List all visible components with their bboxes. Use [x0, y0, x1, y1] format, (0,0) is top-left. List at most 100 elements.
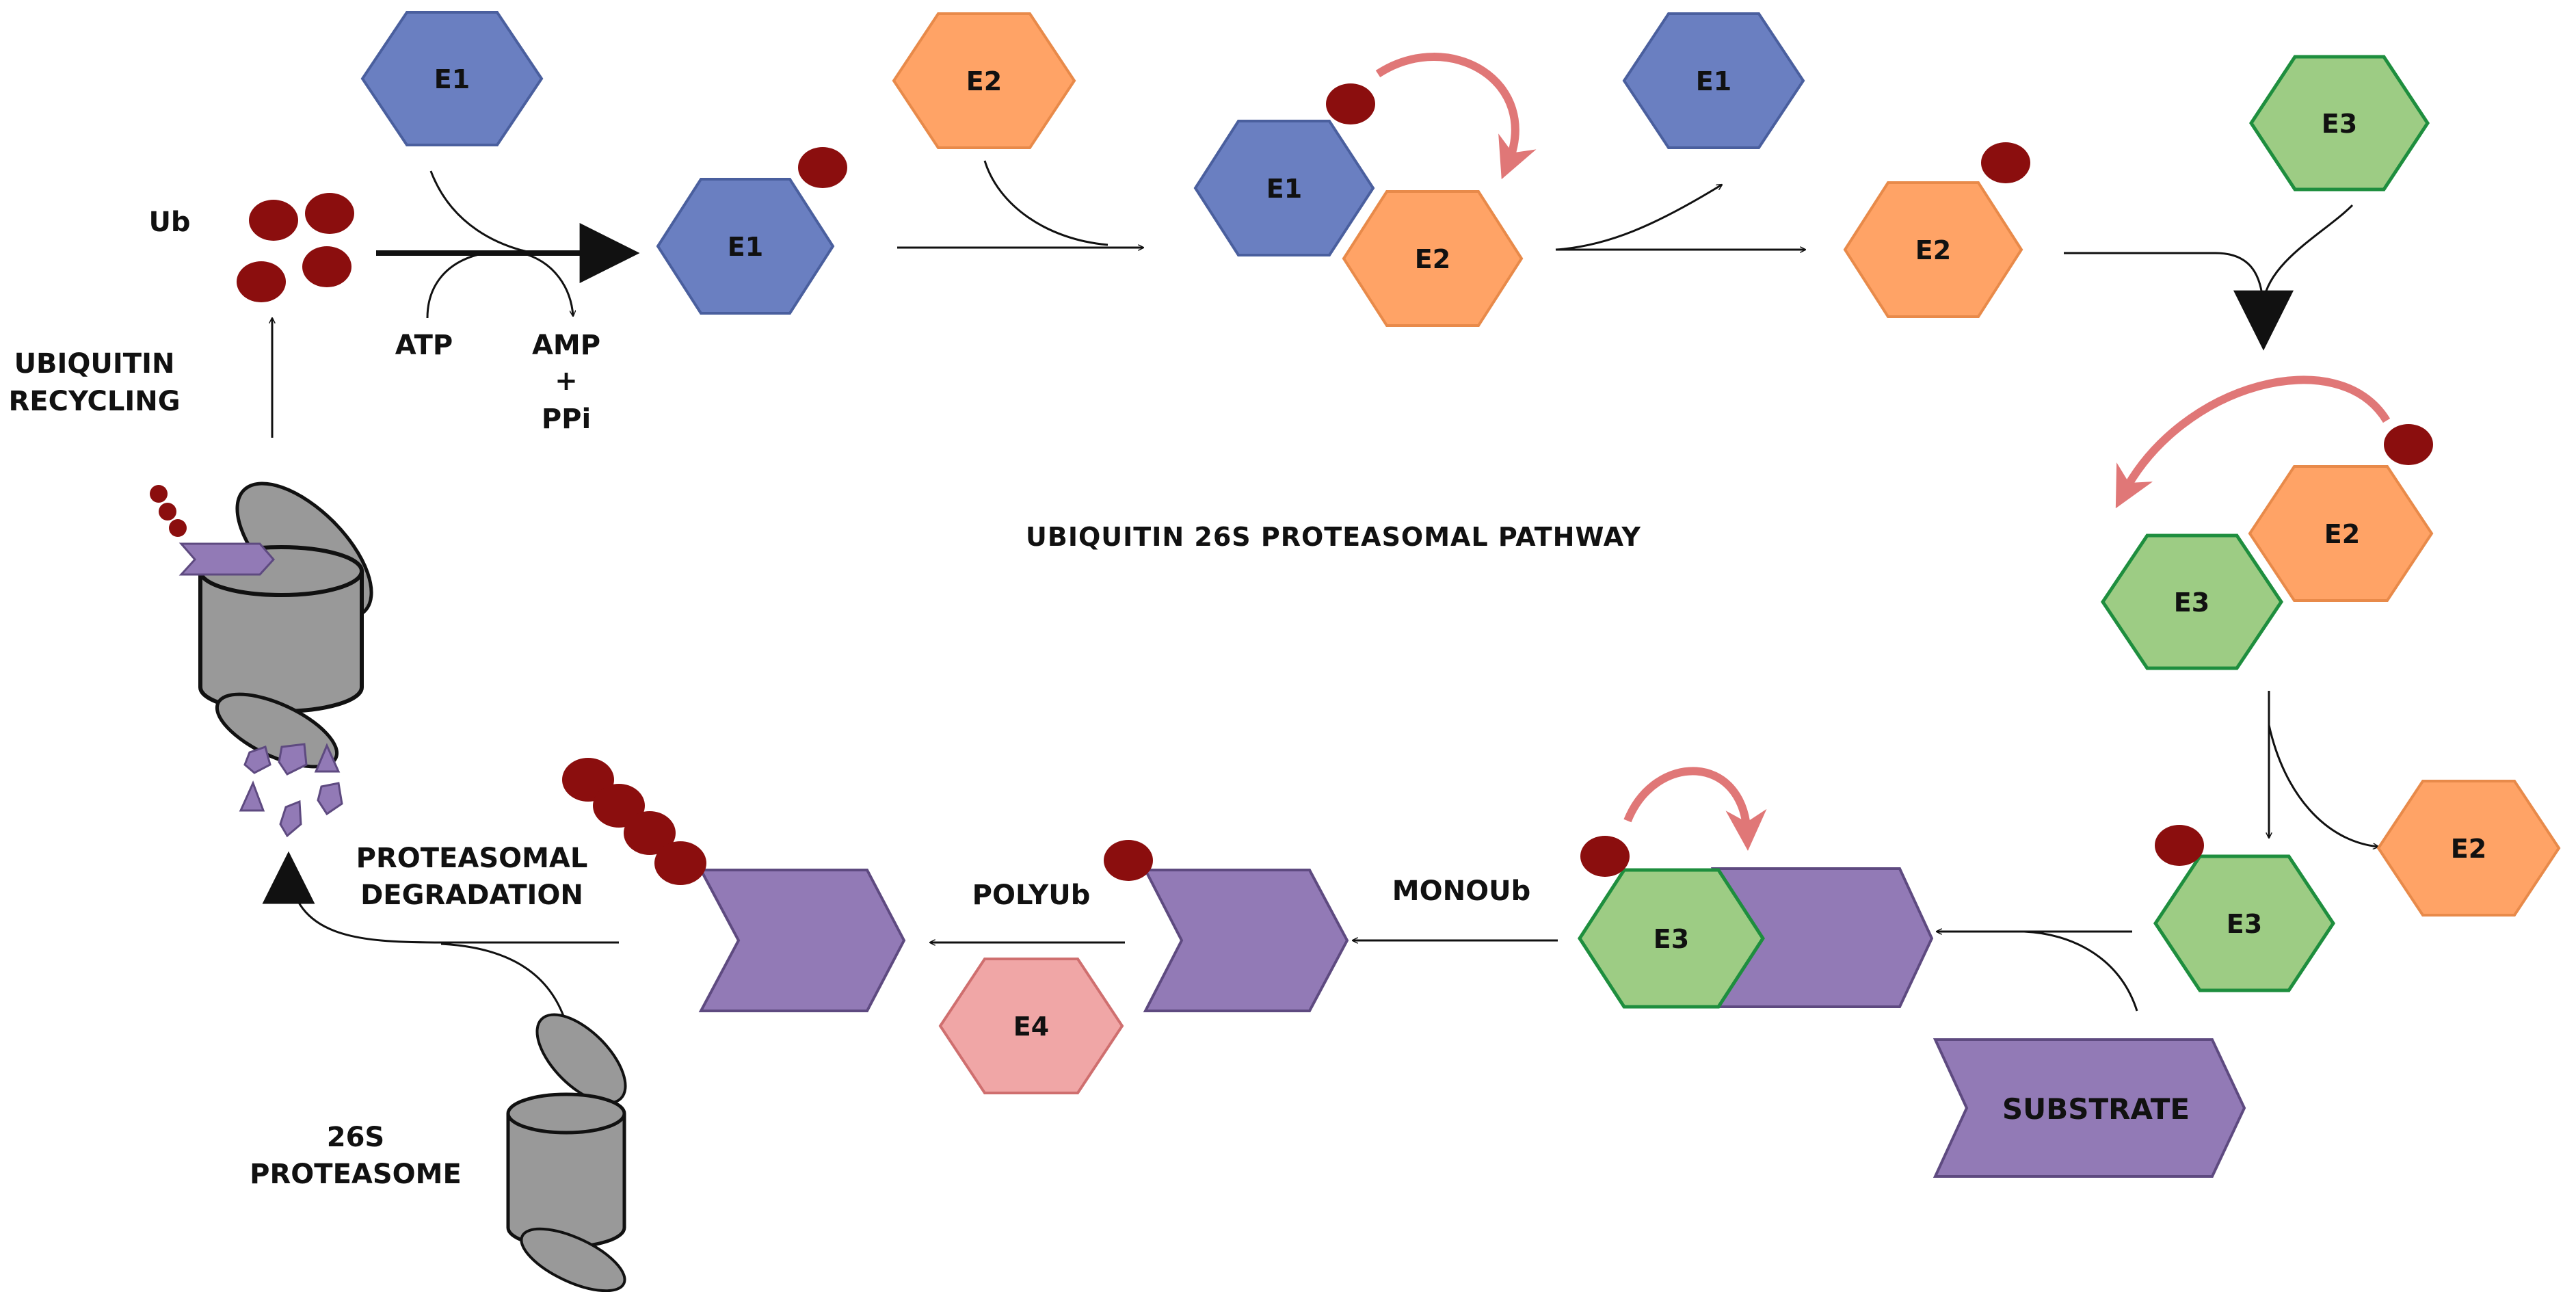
e2-label: E2	[2324, 519, 2360, 549]
ubiquitin-molecule	[1104, 840, 1153, 881]
e1-ubiquitin-complex: E1	[656, 147, 847, 315]
peptide-fragment	[314, 743, 341, 773]
e3-ubiquitin-complex: E3	[2153, 825, 2335, 992]
e1-hexagon	[1622, 12, 1805, 149]
e2-hexagon	[1342, 190, 1524, 327]
ubiquitin-molecule	[798, 147, 847, 188]
proteasome-cap	[535, 1013, 627, 1105]
e1-release-arrow	[1555, 185, 1722, 251]
diagram-title: UBIQUITIN 26S PROTEASOMAL PATHWAY	[1026, 522, 1641, 552]
substrate: SUBSTRATE	[1933, 1038, 2246, 1178]
ubiquitin-molecule	[2155, 825, 2204, 866]
e2-binding-arrow	[983, 160, 1108, 246]
peptide-fragment	[279, 800, 302, 838]
e4-label: E4	[1013, 1012, 1049, 1042]
e1-enzyme-released: E1	[1622, 12, 1805, 149]
e2-label: E2	[1915, 235, 1951, 265]
ubiquitin-molecule	[2384, 424, 2433, 465]
ubiquitin-transfer-red-arrow	[2115, 375, 2391, 509]
e2-hexagon	[892, 12, 1076, 149]
proteasome-26s	[506, 1013, 627, 1292]
substrate-fragment	[178, 542, 276, 576]
e3-hexagon	[1578, 868, 1765, 1009]
e3-hexagon	[2249, 55, 2430, 192]
degradation-label-line1: PROTEASOMAL	[356, 843, 588, 874]
e1-label: E1	[1696, 66, 1731, 96]
ubiquitin-molecule	[305, 193, 354, 234]
monoub-label: MONOUb	[1392, 875, 1530, 907]
monoubiquitinated-substrate	[1104, 840, 1349, 1012]
e4-enzyme: E4	[938, 958, 1124, 1094]
ubiquitin-molecule	[1981, 142, 2030, 183]
recycling-label-line2: RECYCLING	[8, 386, 180, 417]
plus-label: +	[555, 365, 578, 397]
ppi-label: PPi	[542, 404, 591, 435]
e3-enzyme-input: E3	[2249, 55, 2430, 192]
e2-e3-complex: E2 E3	[2100, 375, 2434, 670]
e1-enzyme-input: E1	[360, 11, 544, 146]
substrate-chevron	[1143, 869, 1349, 1012]
polyubiquitinated-substrate	[562, 758, 906, 1012]
proteasome-label-line2: PROTEASOME	[250, 1159, 462, 1190]
e3-label: E3	[2174, 588, 2209, 618]
degradation-label-line2: DEGRADATION	[360, 880, 583, 911]
ubiquitin-molecule	[169, 519, 187, 537]
ubiquitin-molecule	[302, 246, 351, 287]
e2-hexagon	[1843, 181, 2023, 318]
substrate-chevron	[698, 869, 906, 1012]
peptide-fragment	[243, 746, 271, 774]
e3-substrate-complex: E3	[1578, 767, 1934, 1009]
e1-hexagon	[1193, 120, 1375, 256]
proteasome-cap	[520, 1227, 626, 1292]
e1-e2-complex: E1 E2	[1193, 53, 1537, 327]
e3-hexagon	[2100, 533, 2284, 670]
ubiquitin-molecule	[1326, 83, 1375, 124]
e2-label: E2	[1415, 244, 1450, 274]
e4-hexagon	[938, 958, 1124, 1094]
recycling-label-line1: UBIQUITIN	[14, 348, 175, 380]
free-ubiquitin-cluster	[237, 193, 354, 302]
substrate-entry-arrow	[2023, 930, 2138, 1012]
substrate-label: SUBSTRATE	[2002, 1092, 2190, 1126]
peptide-fragment	[317, 782, 343, 816]
ubiquitin-molecule	[237, 261, 286, 302]
proteasome-degrading	[150, 482, 373, 838]
e3-binding-arrow	[2262, 204, 2354, 302]
ubiquitin-molecule	[1580, 836, 1630, 877]
ubiquitin-transfer-red-arrow	[1375, 53, 1537, 180]
e1-hexagon	[360, 11, 544, 146]
polyub-label: POLYUb	[972, 880, 1091, 911]
proteasome-label-line1: 26S	[327, 1122, 384, 1153]
e1-label: E1	[434, 64, 470, 94]
e1-label: E1	[728, 232, 763, 262]
ubiquitin-molecule	[159, 503, 176, 520]
ubiquitin-molecule	[150, 485, 168, 503]
peptide-fragment	[239, 780, 265, 812]
ubiquitin-molecule	[249, 200, 298, 241]
e3-label: E3	[2322, 109, 2357, 139]
e2-to-e3-arrow	[2064, 252, 2265, 335]
ubiquitin-molecule	[624, 811, 676, 855]
atp-arrow	[426, 253, 479, 319]
ubiquitin-molecule	[593, 784, 645, 828]
ub-label: Ub	[148, 207, 190, 238]
atp-label: ATP	[395, 330, 453, 361]
proteasome-core-top	[506, 1092, 626, 1135]
e1-label: E1	[1266, 174, 1302, 204]
e2-release-arrow	[2268, 724, 2378, 847]
ubiquitin-molecule	[654, 841, 706, 885]
e3-label: E3	[1654, 924, 1689, 954]
substrate-chevron	[1933, 1038, 2246, 1178]
e3-label: E3	[2227, 909, 2262, 939]
amp-arrow	[526, 253, 573, 316]
e1-hexagon	[656, 178, 835, 315]
e2-label: E2	[2451, 834, 2486, 864]
e2-hexagon	[2248, 465, 2434, 602]
amp-label: AMP	[532, 330, 600, 361]
e2-enzyme-input: E2	[892, 12, 1076, 149]
ubiquitin-transfer-red-arrow	[1623, 767, 1767, 851]
e2-hexagon	[2376, 780, 2561, 917]
peptide-fragment	[278, 743, 308, 776]
e2-ubiquitin-complex: E2	[1843, 142, 2030, 318]
